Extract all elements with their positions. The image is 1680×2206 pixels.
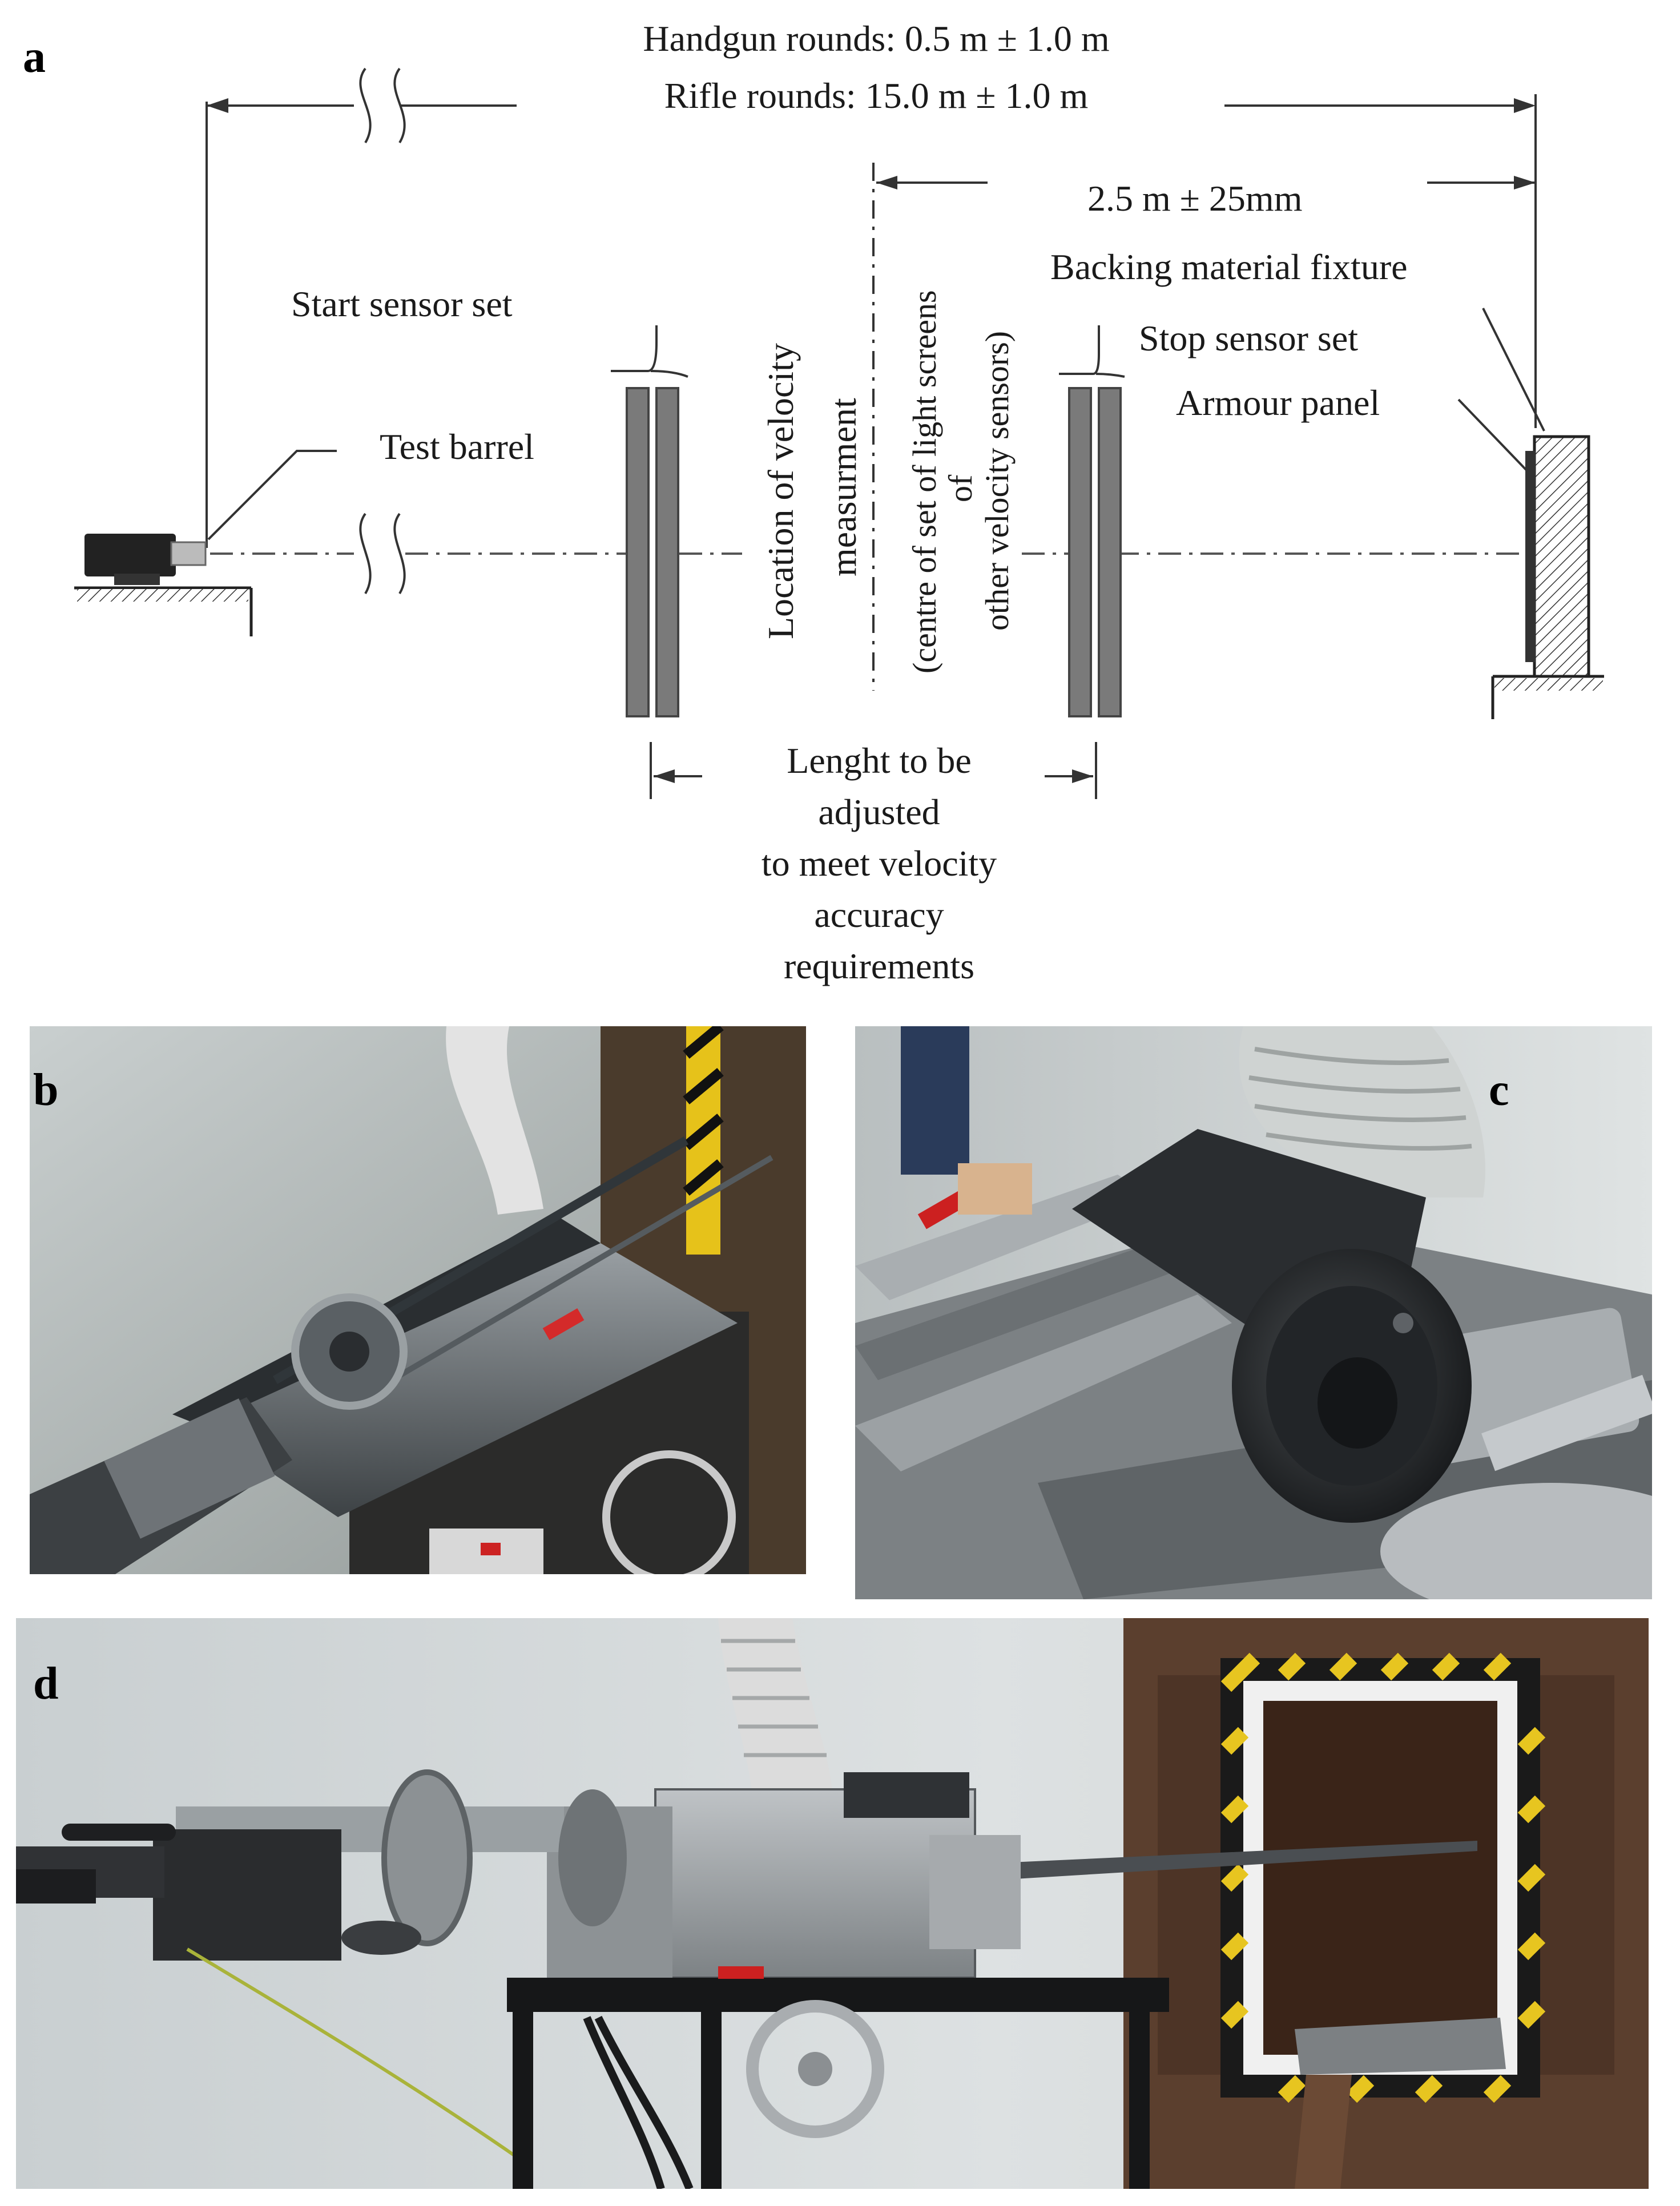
centre-label-1: (centre of set of light screens	[906, 290, 943, 674]
test-barrel-label: Test barrel	[380, 426, 534, 467]
velocity-location-label-2: measurment	[823, 398, 864, 576]
backing-arrow-left	[876, 176, 897, 189]
velocity-location-label-1: Location of velocity	[760, 343, 801, 639]
armour-panel-label: Armour panel	[1176, 382, 1380, 423]
spacing-arrow-right	[1072, 769, 1093, 783]
stop-sensor-set	[1059, 325, 1125, 717]
photo-c-breech-closeup	[855, 1026, 1652, 1599]
line-of-fire-break	[359, 513, 406, 595]
photo-d-test-setup	[16, 1618, 1649, 2189]
range-arrow-right	[1514, 98, 1536, 113]
armour-panel-leader	[1457, 398, 1531, 475]
backing-distance-label: 2.5 m ± 25mm	[1087, 178, 1303, 219]
length-label-3: to meet velocity	[761, 843, 997, 884]
backing-arrow-right	[1514, 176, 1536, 189]
centre-label-2: of	[942, 474, 979, 502]
backing-fixture	[1491, 435, 1604, 719]
backing-fixture-leader	[1482, 308, 1545, 431]
range-line-2: Rifle rounds: 15.0 m ± 1.0 m	[664, 75, 1089, 116]
panel-d-letter: d	[33, 1659, 59, 1709]
range-dimension-line	[206, 67, 1537, 548]
range-arrow-left	[207, 98, 228, 113]
length-label-4: accuracy	[814, 894, 944, 935]
test-barrel-leader	[207, 450, 337, 541]
photo-b-barrel-mount	[30, 1026, 806, 1574]
length-label-1: Lenght to be	[787, 740, 972, 781]
spacing-arrow-left	[654, 769, 675, 783]
test-range-schematic	[74, 67, 1604, 799]
backing-fixture-label: Backing material fixture	[1050, 247, 1408, 287]
start-sensor-set	[611, 325, 688, 717]
range-line-1: Handgun rounds: 0.5 m ± 1.0 m	[643, 18, 1110, 59]
test-barrel-device	[74, 534, 253, 636]
panel-b-letter: b	[33, 1065, 59, 1115]
panel-a-letter: a	[23, 32, 46, 82]
length-label-2: adjusted	[818, 792, 940, 832]
start-sensor-label: Start sensor set	[291, 284, 513, 324]
centre-label-3: other velocity sensors)	[978, 330, 1016, 631]
stop-sensor-label: Stop sensor set	[1139, 318, 1358, 358]
panel-c-letter: c	[1489, 1065, 1509, 1115]
length-label-5: requirements	[783, 946, 975, 986]
